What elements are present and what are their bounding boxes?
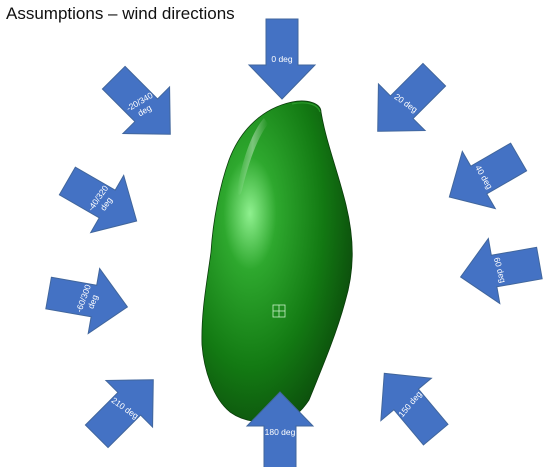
wind-arrow-shape [58, 166, 138, 234]
wind-arrow-label: 0 deg [271, 54, 293, 64]
wind-arrow-150: 150 deg [380, 372, 449, 446]
wind-arrow-40: 40 deg [448, 142, 528, 210]
wind-arrow-shape [101, 65, 171, 135]
wind-arrow-shape [377, 62, 447, 132]
wind-arrow-210: 210 deg [84, 379, 154, 449]
wind-arrow-shape [84, 379, 154, 449]
wind-arrow-m40: -40/320deg [58, 166, 138, 234]
wind-arrow-m20: -20/340deg [101, 65, 171, 135]
wind-arrow-0: 0 deg [247, 18, 317, 100]
building-top-ridge [291, 102, 321, 113]
wind-arrow-label: 180 deg [265, 427, 296, 437]
wind-arrow-shape [459, 237, 543, 305]
wind-arrow-label: -60/300deg [74, 283, 103, 317]
wind-arrow-shape [45, 267, 129, 335]
wind-arrow-60: 60 deg [459, 237, 543, 305]
wind-arrow-m60: -60/300deg [45, 267, 129, 335]
crosshair-grid-icon [272, 304, 286, 318]
building-body [201, 100, 353, 423]
wind-arrow-180: 180 deg [245, 391, 315, 467]
diagram-title: Assumptions – wind directions [6, 4, 235, 23]
wind-arrow-shape [245, 391, 315, 467]
wind-arrow-shape [448, 142, 528, 210]
wind-arrow-20: 20 deg [377, 62, 447, 132]
wind-arrow-shape [247, 18, 317, 100]
wind-arrow-shape [380, 372, 449, 446]
building-highlight [237, 118, 268, 195]
building [201, 100, 353, 423]
